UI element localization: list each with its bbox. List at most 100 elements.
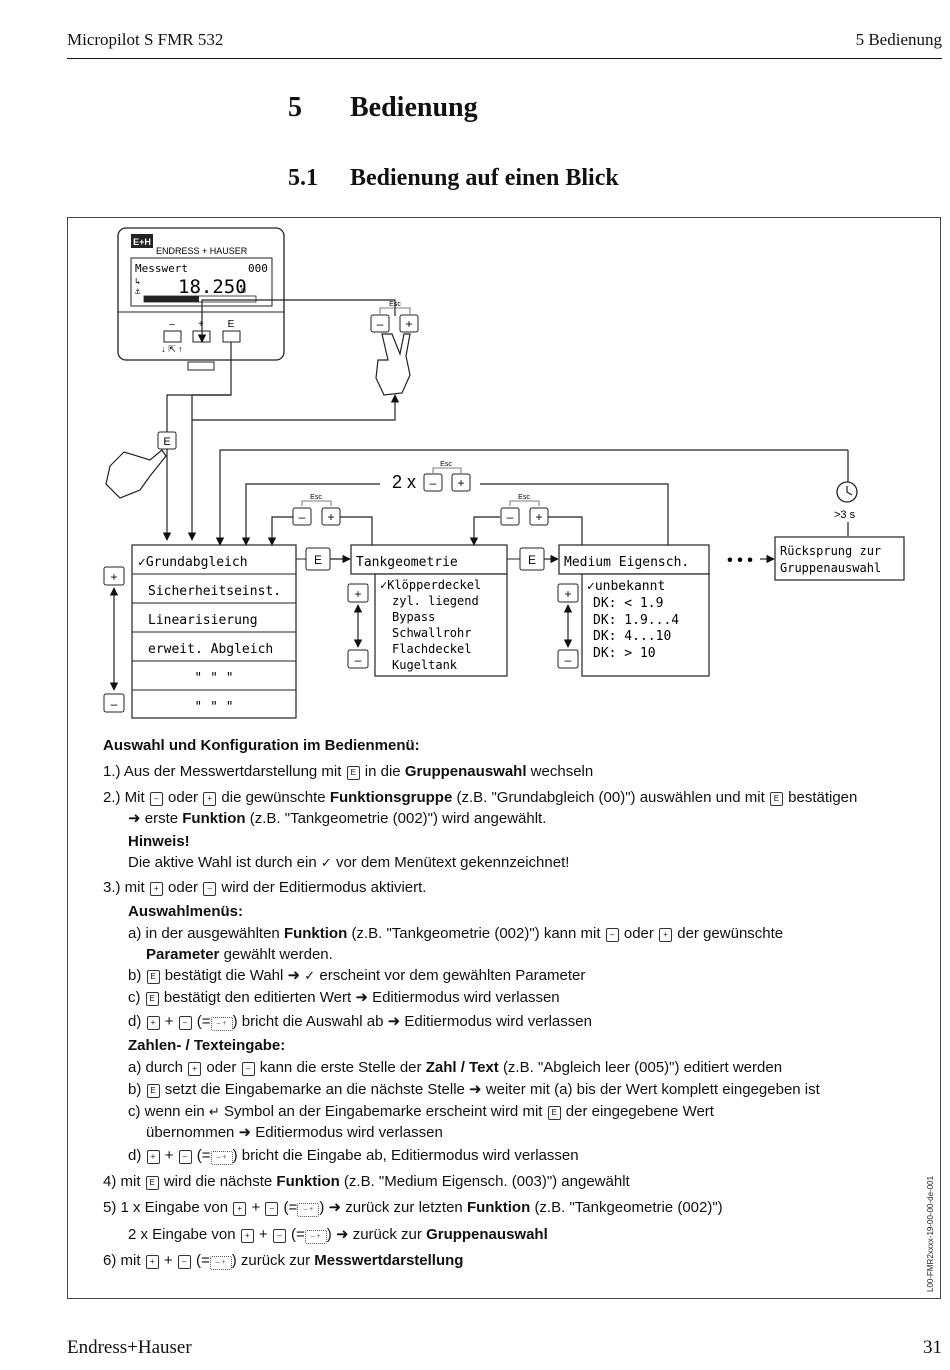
level-bargraph-fill: [144, 296, 199, 302]
step-1: 1.) Aus der Messwertdarstellung mit E in…: [103, 761, 593, 782]
header-title: Micropilot S FMR 532: [67, 30, 224, 49]
tank-option[interactable]: Bypass: [392, 610, 435, 624]
connector-line: [267, 516, 293, 546]
connector-line: [548, 516, 583, 545]
checkmark-icon: ✓: [320, 855, 332, 870]
text: oder: [623, 925, 654, 942]
chapter-title: Bedienung: [350, 92, 478, 123]
text: +: [163, 1252, 173, 1269]
minus-key-label: –: [355, 653, 362, 667]
esc-minus-key-label: –: [430, 476, 437, 490]
step-3: 3.) mit + oder – wird der Editiermodus a…: [103, 877, 426, 898]
text: a) in der ausgewählten: [128, 925, 280, 942]
text: setzt die Eingabemarke an die nächste St…: [164, 1081, 820, 1098]
e-key-icon: E: [145, 992, 159, 1006]
plus-key-icon: +: [188, 1062, 202, 1076]
function-group-list: ✓Grundabgleich Sicherheitseinst. Lineari…: [131, 544, 297, 719]
chapter-number: 5: [288, 92, 302, 123]
esc-minus-key[interactable]: [500, 507, 520, 526]
step-5: 5) 1 x Eingabe von + + – (=– +) ➜ zurück…: [103, 1197, 723, 1218]
text: Zahl / Text: [425, 1059, 499, 1076]
esc-plus-key[interactable]: [451, 473, 471, 492]
step-2-cont: ➜ erste Funktion (z.B. "Tankgeometrie (0…: [128, 808, 546, 829]
text: +: [164, 1013, 174, 1030]
medium-menu-title: Medium Eigensch.: [564, 555, 689, 570]
esc-plus-key[interactable]: [321, 507, 341, 526]
text: Funktion: [466, 1199, 531, 1216]
text: 2.) Mit: [103, 789, 145, 806]
text: 1.) Aus der Messwertdarstellung mit: [103, 763, 342, 780]
esc-minus-key[interactable]: [370, 314, 390, 333]
plus-key[interactable]: [103, 566, 125, 586]
connector-line: [480, 483, 669, 545]
esc-minus-key-label: –: [377, 317, 384, 331]
text: (=: [195, 1252, 210, 1269]
device-key-enter[interactable]: [222, 330, 241, 343]
esc-minus-key[interactable]: [423, 473, 443, 492]
esc-keypair-icon: – +: [210, 1151, 233, 1165]
text: gewählt werden.: [223, 946, 333, 963]
text: d): [128, 1013, 142, 1030]
minus-key[interactable]: [103, 693, 125, 713]
menu-group-item[interactable]: Sicherheitseinst.: [148, 584, 281, 599]
text: Funktion: [276, 1173, 340, 1190]
esc-plus-key[interactable]: [399, 314, 419, 333]
menu-group-item: " " ": [194, 671, 233, 686]
medium-option[interactable]: DK: < 1.9: [593, 596, 663, 611]
device-key-minus[interactable]: [163, 330, 182, 343]
text: ➜ erste: [128, 810, 179, 827]
menu-group-item[interactable]: erweit. Abgleich: [148, 642, 273, 657]
plus-key[interactable]: [557, 583, 579, 603]
arrow-down-icon: ↓ ⇱ ↑: [161, 344, 183, 354]
minus-key-icon: –: [241, 1062, 255, 1076]
tank-option[interactable]: ✓Klöpperdeckel: [380, 578, 481, 592]
step-6: 6) mit + + – (=– +) zurück zur Messwertd…: [103, 1250, 463, 1271]
tank-option[interactable]: zyl. liegend: [392, 594, 479, 608]
esc-minus-key[interactable]: [292, 507, 312, 526]
text: (=: [283, 1199, 298, 1216]
display-unit: m: [241, 286, 246, 295]
medium-option[interactable]: DK: > 10: [593, 646, 656, 661]
text: Symbol an der Eingabemarke erscheint wir…: [223, 1103, 543, 1120]
text: die gewünschte: [221, 789, 326, 806]
text: a) durch: [128, 1059, 184, 1076]
two-finger-hand-icon: [375, 333, 411, 396]
minus-key-icon: –: [605, 928, 619, 942]
esc-label: Esc: [440, 461, 452, 468]
esc-keypair-icon: – +: [210, 1017, 233, 1031]
selection-menus-heading: Auswahlmenüs:: [128, 903, 244, 920]
text: wird der Editiermodus aktiviert.: [221, 879, 427, 896]
text: (=: [291, 1226, 305, 1243]
tank-option[interactable]: Schwallrohr: [392, 626, 471, 640]
num-b: b) E setzt die Eingabemarke an die nächs…: [128, 1079, 820, 1100]
tank-geometry-menu: Tankgeometrie ✓Klöpperdeckel zyl. liegen…: [350, 544, 508, 677]
tank-option[interactable]: Kugeltank: [392, 658, 458, 672]
text: der gewünschte: [677, 925, 784, 942]
step-5-cont: 2 x Eingabe von + + – (=– +) ➜ zurück zu…: [128, 1224, 548, 1245]
text: (z.B. "Medium Eigensch. (003)") angewähl…: [343, 1173, 630, 1190]
esc-plus-key[interactable]: [529, 507, 549, 526]
minus-key[interactable]: [347, 649, 369, 669]
enter-key[interactable]: [157, 431, 177, 450]
text: Gruppenauswahl: [426, 1226, 548, 1243]
num-c-cont: übernommen ➜ Editiermodus wird verlassen: [146, 1124, 443, 1141]
menu-group-item[interactable]: Linearisierung: [148, 613, 258, 628]
tank-option[interactable]: Flachdeckel: [392, 642, 471, 656]
section-number: 5.1: [288, 165, 318, 191]
text: erscheint vor dem gewählten Parameter: [319, 967, 586, 984]
plus-key[interactable]: [347, 583, 369, 603]
plus-key-icon: +: [146, 1150, 160, 1164]
medium-option[interactable]: ✓unbekannt: [587, 579, 665, 594]
text: +: [251, 1199, 261, 1216]
menu-group-item[interactable]: ✓Grundabgleich: [138, 555, 248, 570]
text: bestätigt den editierten Wert ➜ Editierm…: [163, 989, 560, 1006]
sel-c: c) E bestätigt den editierten Wert ➜ Edi…: [128, 987, 560, 1008]
medium-property-menu: Medium Eigensch. ✓unbekannt DK: < 1.9 DK…: [558, 544, 710, 677]
esc-keypair-icon: – +: [297, 1203, 320, 1217]
medium-option[interactable]: DK: 4...10: [593, 629, 671, 644]
plus-key-label: +: [110, 570, 117, 584]
display-symbol-icon: ↳: [135, 277, 140, 287]
minus-key[interactable]: [557, 649, 579, 669]
medium-option[interactable]: DK: 1.9...4: [593, 613, 679, 628]
text: Parameter: [146, 946, 220, 963]
